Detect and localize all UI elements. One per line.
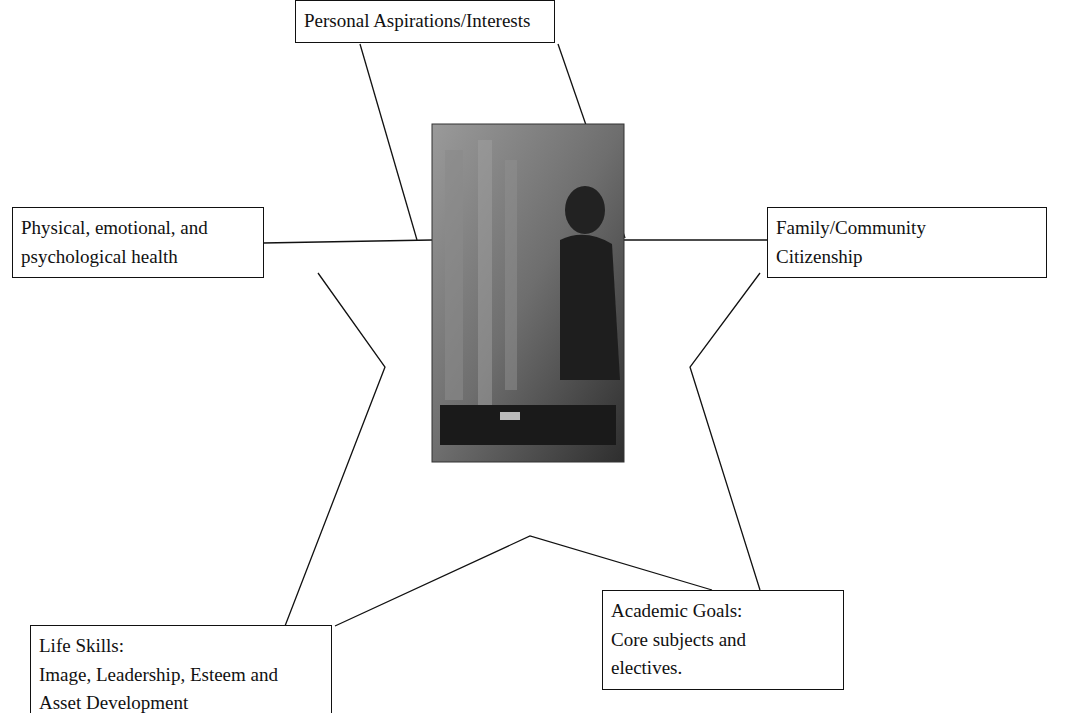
- box-text: Core subjects and electives.: [611, 626, 811, 683]
- academic-box: Academic Goals:Core subjects and electiv…: [602, 590, 844, 690]
- box-text: Image, Leadership, Esteem and Asset Deve…: [39, 661, 309, 713]
- center-photo: [432, 124, 624, 462]
- aspirations-box: Personal Aspirations/Interests: [295, 0, 555, 43]
- box-text: Personal Aspirations/Interests: [304, 7, 546, 36]
- life-skills-box: Life Skills:Image, Leadership, Esteem an…: [30, 625, 332, 713]
- box-heading: Academic Goals:: [611, 597, 835, 626]
- health-box: Physical, emotional, and psychological h…: [12, 207, 264, 278]
- star-lines: [263, 44, 767, 626]
- citizenship-box: Family/Community Citizenship: [767, 207, 1047, 278]
- box-text: Family/Community Citizenship: [776, 214, 956, 271]
- box-text: Physical, emotional, and psychological h…: [21, 214, 251, 271]
- box-heading: Life Skills:: [39, 632, 323, 661]
